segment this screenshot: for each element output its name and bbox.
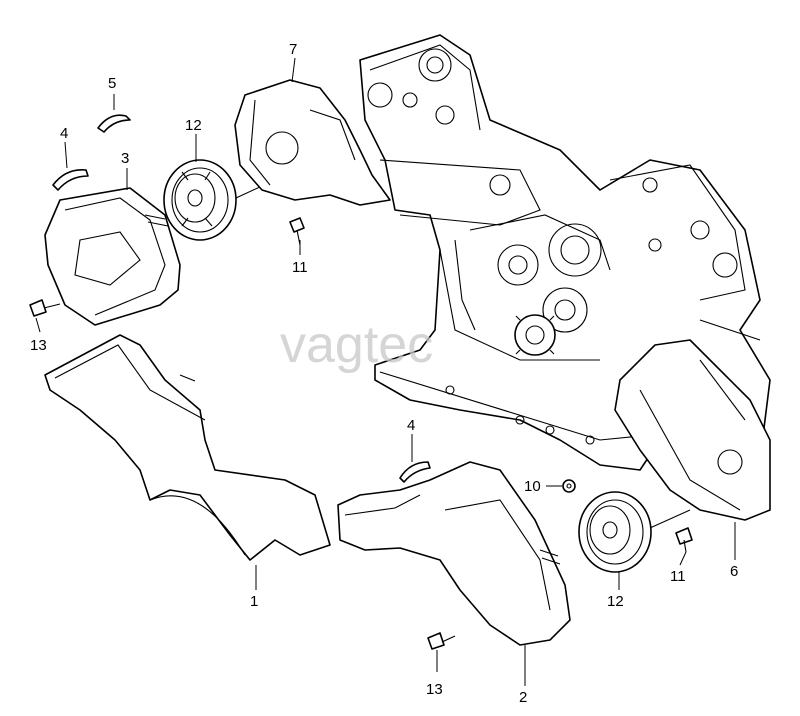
callout-12-upper: 12 [185, 117, 202, 134]
callout-13-left: 13 [30, 337, 47, 354]
callout-2: 2 [519, 689, 527, 706]
part-7-rear-cover [234, 79, 391, 206]
part-2-right-cover [337, 461, 571, 646]
leader-lines [35, 57, 736, 686]
callout-3: 3 [121, 150, 129, 167]
part-10-washer [562, 479, 576, 493]
callout-7: 7 [289, 41, 297, 58]
callout-1: 1 [250, 593, 258, 610]
callout-5: 5 [108, 75, 116, 92]
part-4-clip-upper [52, 168, 89, 191]
watermark: vagtec [280, 316, 433, 374]
callout-4-lower: 4 [407, 417, 415, 434]
part-12-sprocket-upper [163, 159, 276, 241]
callout-11-lower: 11 [670, 568, 686, 585]
part-5-clip [97, 114, 131, 133]
part-13-bolt-left [29, 299, 61, 317]
callout-13-lower: 13 [426, 681, 443, 698]
callout-10: 10 [524, 478, 541, 495]
part-11-bolt-upper [289, 217, 305, 246]
callout-6: 6 [730, 563, 738, 580]
callout-12-lower: 12 [607, 593, 624, 610]
part-1-lower-cover [44, 334, 331, 561]
part-12-sprocket-lower [578, 491, 691, 573]
part-13-bolt-lower [427, 632, 456, 650]
crankshaft-sprocket [514, 314, 556, 356]
part-11-bolt-lower [675, 527, 693, 553]
part-4-clip-lower [399, 461, 431, 483]
callout-4-upper: 4 [60, 125, 68, 142]
part-3-upper-cover [44, 187, 181, 326]
callout-11-upper: 11 [292, 259, 308, 276]
part-6-right-rear-cover [614, 339, 771, 521]
